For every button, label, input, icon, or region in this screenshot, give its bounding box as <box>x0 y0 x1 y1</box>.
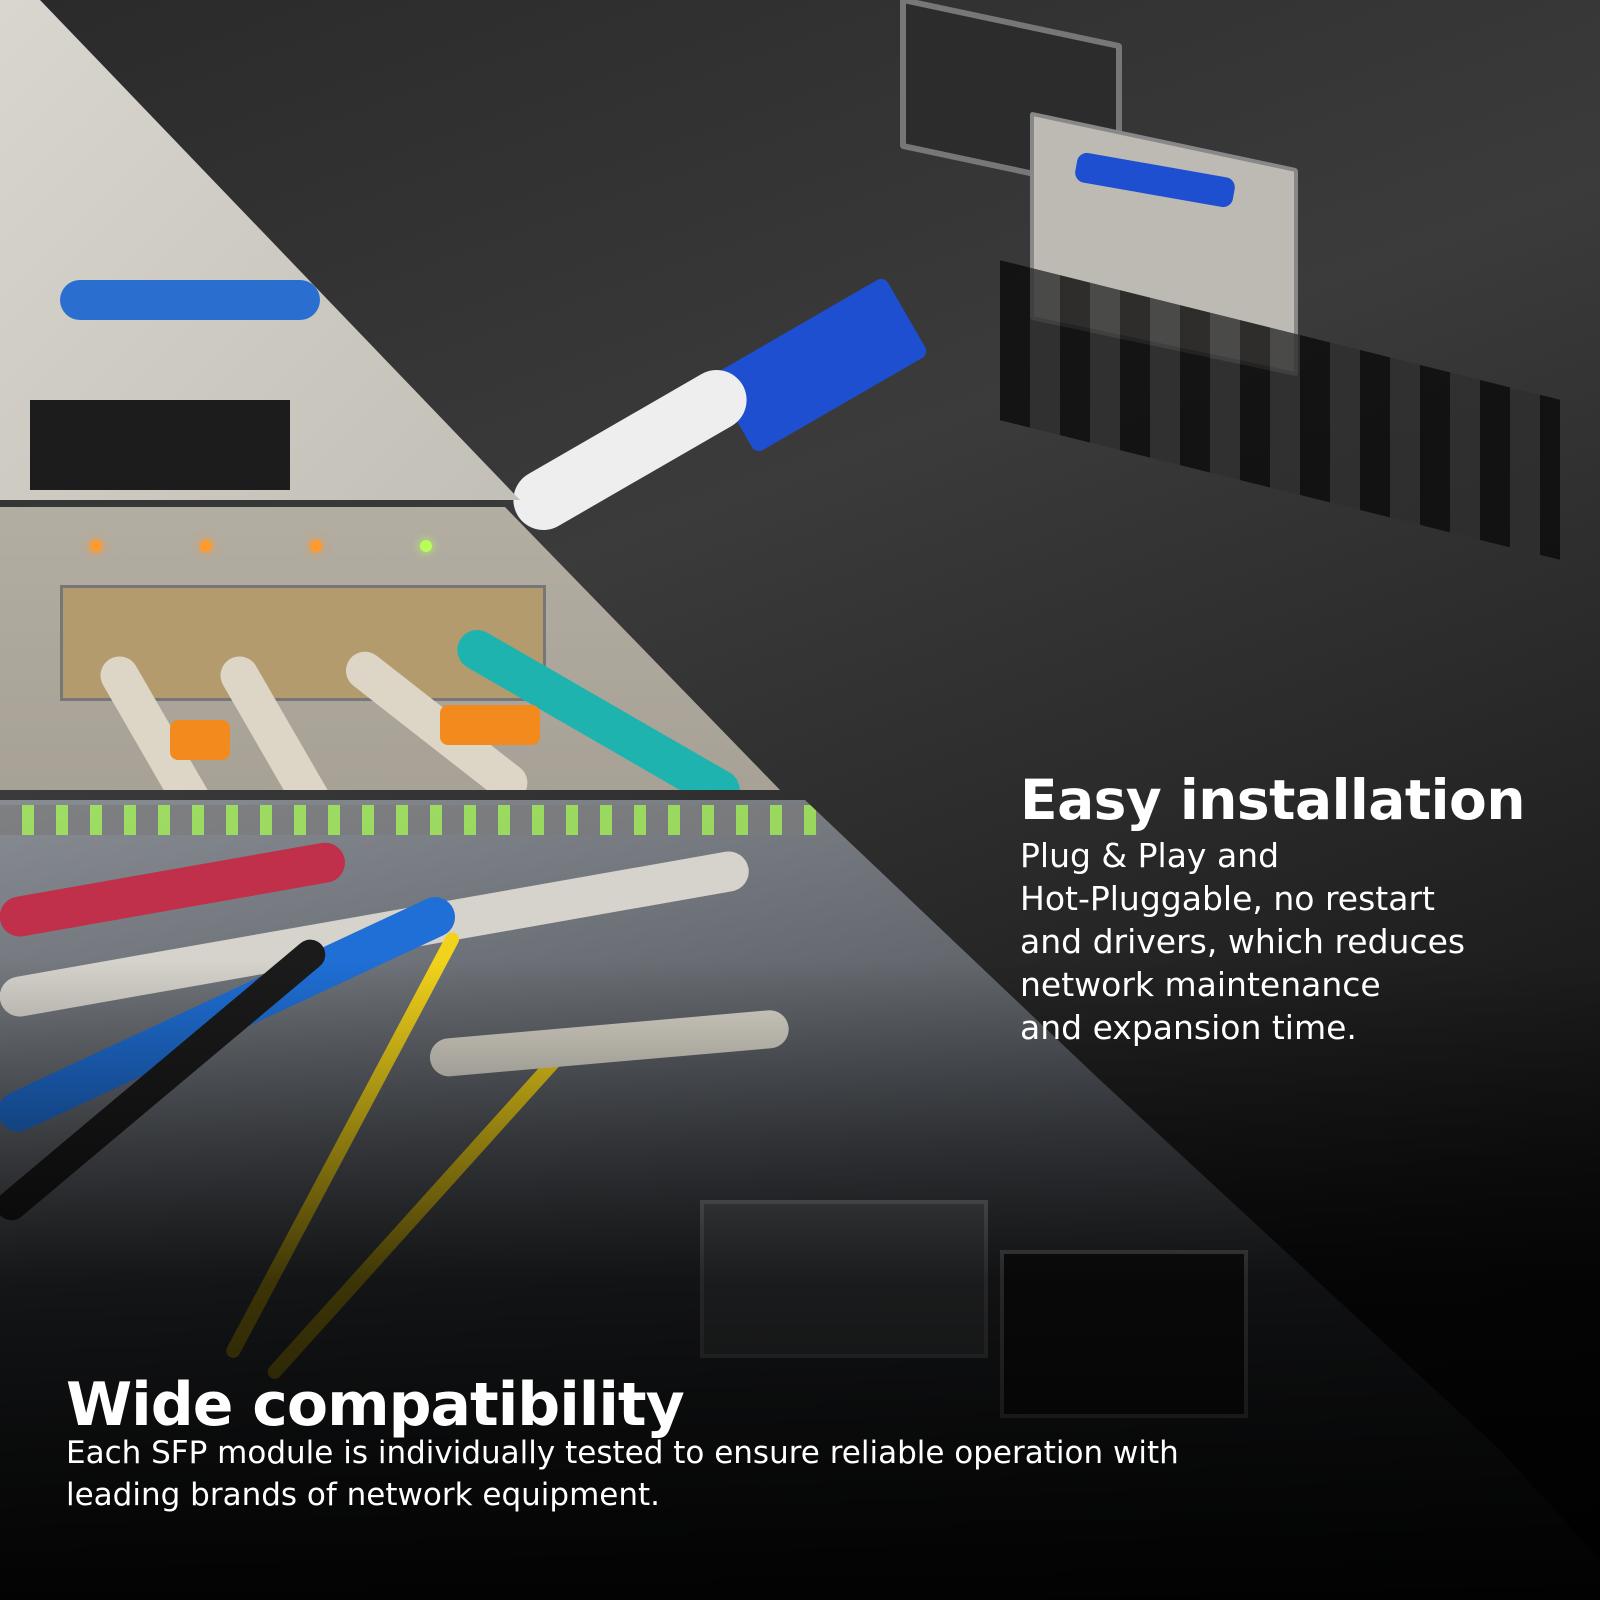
feature-title-wide-compatibility: Wide compatibility <box>66 1370 685 1440</box>
description-line: Plug & Play and <box>1020 836 1280 875</box>
feature-description-wide-compatibility: Each SFP module is individually tested t… <box>66 1432 1366 1516</box>
feature-description-easy-installation: Plug & Play and Hot-Pluggable, no restar… <box>1020 834 1580 1049</box>
description-line: and expansion time. <box>1020 1008 1357 1047</box>
description-line: and drivers, which reduces <box>1020 922 1466 961</box>
description-line: leading brands of network equipment. <box>66 1477 660 1513</box>
description-line: Hot-Pluggable, no restart <box>1020 879 1435 918</box>
feature-title-easy-installation: Easy installation <box>1020 768 1525 832</box>
description-line: network maintenance <box>1020 965 1381 1004</box>
description-line: Each SFP module is individually tested t… <box>66 1435 1179 1471</box>
